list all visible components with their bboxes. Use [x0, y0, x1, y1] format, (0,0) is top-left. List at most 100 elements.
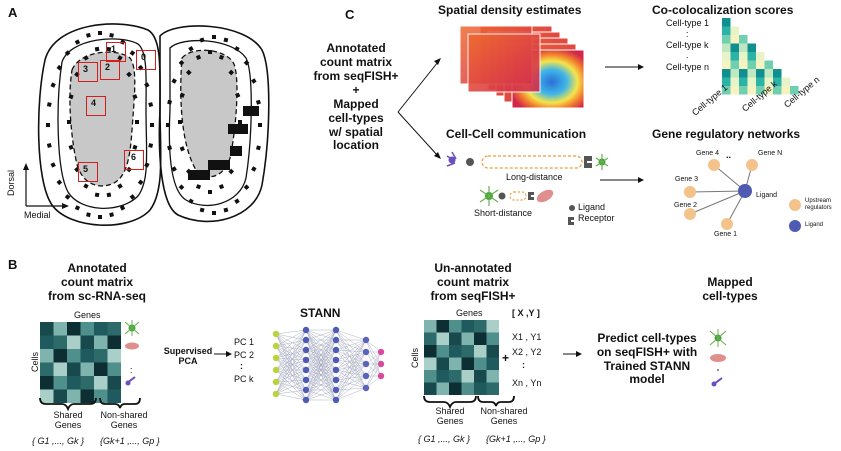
nn-edge — [335, 351, 367, 371]
seq-matrix-cell — [424, 345, 437, 358]
sc-matrix-cell — [67, 376, 81, 390]
nn-edge — [335, 351, 367, 391]
nn-node — [362, 348, 370, 356]
nn-edge — [275, 393, 307, 401]
nn-edge — [275, 345, 307, 371]
coloc-cell — [722, 52, 731, 61]
sc-gene-set-shared: { G1 ,..., Gk } — [32, 436, 85, 446]
tissue-dot — [255, 145, 261, 151]
coord-vdots: : — [522, 360, 525, 370]
tissue-dot — [94, 46, 100, 52]
sc-matrix-cell — [107, 322, 121, 336]
nn-edge — [365, 351, 382, 377]
region-box-3 — [78, 62, 98, 82]
tissue-dot — [74, 39, 81, 45]
region-label-3: 3 — [83, 64, 89, 74]
nn-edge — [335, 339, 367, 371]
sc-gene-set-nonshared: {Gk+1 ,..., Gp } — [100, 436, 160, 446]
nn-node — [272, 378, 280, 386]
sc-matrix-cell — [80, 349, 94, 363]
sc-matrix-cell — [107, 389, 121, 403]
coloc-cell — [722, 77, 731, 86]
coloc-cell — [781, 77, 790, 86]
coloc-cell — [722, 26, 731, 35]
coloc-cell — [730, 86, 739, 95]
nn-edge — [275, 357, 307, 361]
nn-edge — [335, 375, 367, 401]
tissue-dot — [178, 184, 185, 191]
sc-matrix-cell — [107, 362, 121, 376]
tissue-dot — [188, 46, 194, 52]
coloc-cell — [747, 86, 756, 95]
nn-edge — [335, 339, 367, 361]
sc-matrix-cell — [67, 389, 81, 403]
region-box-5 — [78, 162, 98, 182]
region-label-0: 0 — [141, 52, 147, 62]
tissue-dot — [150, 123, 154, 127]
tissue-dot — [218, 54, 225, 60]
coloc-cell — [747, 69, 756, 78]
tissue-dot — [238, 120, 242, 124]
grn-node-gene-2: Gene 2 — [674, 202, 697, 209]
tissue-dot — [167, 145, 173, 151]
seq-matrix-cell — [474, 332, 487, 345]
nn-edge — [275, 339, 307, 371]
sc-matrix-cell — [94, 349, 108, 363]
sc-matrix-cell — [40, 362, 54, 376]
tissue-dot — [171, 78, 177, 84]
seq-matrix-cell — [436, 370, 449, 383]
seq-matrix-cell — [449, 357, 462, 370]
tissue-dot — [179, 92, 185, 98]
nn-edge — [335, 329, 367, 341]
nn-edge — [365, 375, 382, 389]
tissue-dot — [74, 205, 81, 211]
seq-matrix-cell — [474, 357, 487, 370]
nn-node — [302, 366, 310, 374]
tissue-dot — [167, 99, 172, 105]
nn-node — [302, 346, 310, 354]
nn-node — [272, 342, 280, 350]
nn-edge — [335, 375, 367, 381]
unannotated-title: Un-annotated count matrix from seqFISH+ — [430, 261, 516, 303]
nn-node — [302, 326, 310, 334]
axis-medial-label: Medial — [24, 210, 51, 220]
sc-genes-label: Genes — [74, 310, 101, 320]
sc-celltype-vdots: : — [130, 365, 133, 375]
region-label-2: 2 — [105, 62, 111, 72]
nn-edge — [275, 357, 307, 381]
tissue-dot — [195, 184, 202, 190]
seq-matrix-cell — [449, 332, 462, 345]
nn-edge — [305, 329, 337, 401]
tissue-dot — [106, 46, 112, 52]
tissue-dot — [66, 119, 72, 125]
nn-node — [332, 376, 340, 384]
nn-node — [377, 348, 385, 356]
nn-node — [332, 386, 340, 394]
tissue-dot — [126, 71, 132, 78]
coloc-cell — [730, 35, 739, 44]
coloc-cell — [764, 86, 773, 95]
nn-edge — [305, 329, 337, 351]
seq-matrix-cell — [474, 320, 487, 333]
tissue-dot — [132, 144, 138, 150]
coloc-cell — [730, 77, 739, 86]
nn-node — [272, 366, 280, 374]
region-label-6: 6 — [131, 152, 137, 162]
nn-edge — [275, 329, 307, 359]
region-box-2 — [100, 60, 120, 80]
tissue-dot — [199, 37, 205, 43]
coloc-cell — [739, 52, 748, 61]
nn-edge — [275, 329, 307, 335]
region-box-0 — [136, 50, 156, 70]
seq-matrix-cell — [486, 382, 499, 395]
tissue-dot — [86, 212, 91, 218]
nn-edge — [305, 329, 337, 391]
tissue-dot — [211, 210, 217, 216]
tissue-dot — [235, 146, 241, 152]
coloc-cell — [722, 69, 731, 78]
coloc-cell — [730, 69, 739, 78]
coloc-cell — [747, 77, 756, 86]
nn-node — [332, 366, 340, 374]
nn-edge — [365, 351, 382, 365]
